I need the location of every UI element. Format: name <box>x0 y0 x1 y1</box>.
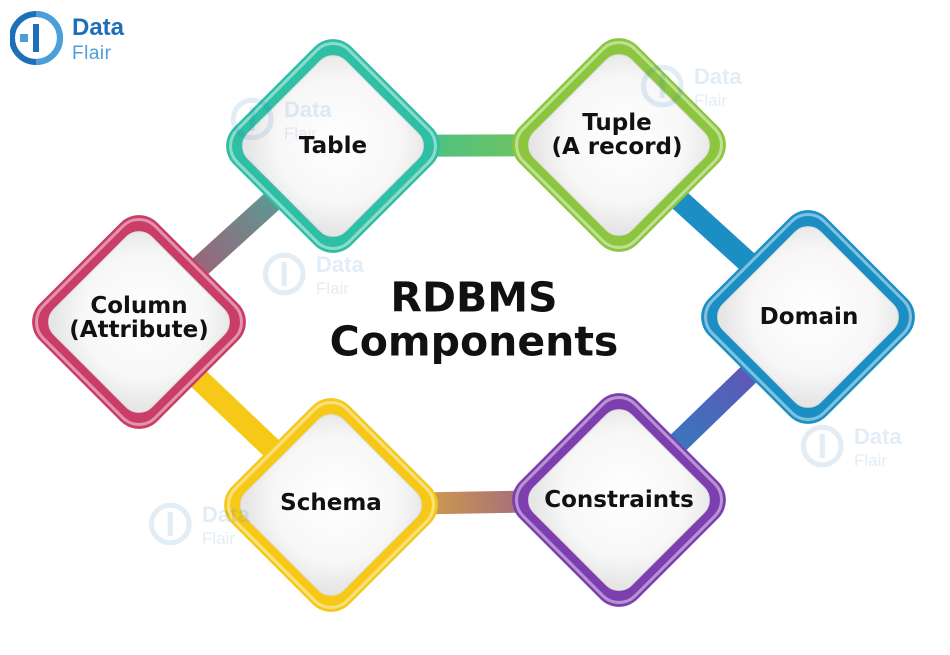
diamonds-group <box>32 38 915 612</box>
diamond-face-constraints <box>528 409 710 591</box>
diagram-title: RDBMS Components <box>329 273 619 366</box>
diagram-title-line2: Components <box>329 318 619 366</box>
logo-text-flair: Flair <box>72 43 112 64</box>
diamond-schema <box>224 398 438 612</box>
node-label-tuple: Tuple (A record) <box>551 111 682 159</box>
node-label-table: Table <box>299 134 367 158</box>
diamond-gloss-column <box>35 218 243 426</box>
node-label-constraints: Constraints <box>544 488 694 512</box>
diamond-face-tuple <box>528 54 710 236</box>
diamond-face-domain <box>717 226 899 408</box>
node-label-line: Schema <box>280 489 382 516</box>
node-label-line: (Attribute) <box>69 317 209 343</box>
dataflair-logo: Data Flair <box>9 10 140 70</box>
logo-mark-icon <box>9 11 63 65</box>
diamond-column <box>32 215 246 429</box>
node-label-line: Tuple <box>582 109 652 136</box>
node-label-line: Domain <box>759 303 859 330</box>
node-label-line: Column <box>90 292 188 319</box>
node-label-line: (A record) <box>551 134 683 160</box>
diamond-face-column <box>48 231 230 413</box>
diamond-gloss-domain <box>704 213 912 421</box>
diamond-face-table <box>242 55 424 237</box>
diagram-title-line1: RDBMS <box>390 273 558 322</box>
diamond-constraints <box>512 393 726 607</box>
node-label-column: Column (Attribute) <box>69 294 208 342</box>
node-label-schema: Schema <box>280 491 382 515</box>
diamond-gloss-table <box>229 42 437 250</box>
diamond-gloss-constraints <box>515 396 723 604</box>
logo-text-data: Data <box>72 14 125 41</box>
diamond-gloss-tuple <box>515 41 723 249</box>
diamond-domain <box>701 210 915 424</box>
node-label-domain: Domain <box>760 305 859 329</box>
node-label-line: Table <box>298 132 368 159</box>
diamond-table <box>226 39 440 253</box>
node-label-line: Constraints <box>544 486 694 513</box>
diamond-face-schema <box>240 414 422 596</box>
diamond-gloss-schema <box>227 401 435 609</box>
diamond-tuple <box>512 38 726 252</box>
